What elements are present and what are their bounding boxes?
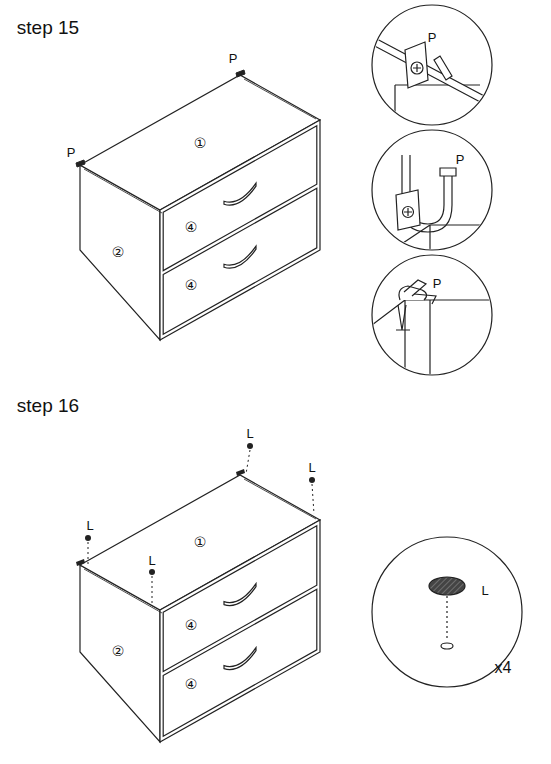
part-letter: L [86, 519, 93, 532]
line-art [160, 520, 320, 742]
line-art [371, 38, 488, 104]
line-art [224, 648, 256, 670]
line-art [413, 64, 421, 72]
line-art [372, 300, 500, 380]
line-art [76, 160, 85, 167]
part-letter: P [456, 153, 465, 166]
line-art [224, 246, 256, 268]
line-art [246, 450, 250, 474]
quantity-label: x4 [495, 660, 512, 676]
line-art [411, 62, 423, 74]
line-art [440, 168, 456, 176]
line-art [309, 477, 315, 483]
line-art [85, 535, 91, 541]
line-art [236, 70, 245, 77]
line-art [244, 79, 316, 119]
line-art [399, 286, 427, 300]
part-letter: L [246, 427, 253, 440]
line-art [414, 294, 436, 304]
part-letter: P [433, 277, 442, 290]
line-art [446, 596, 447, 640]
line-art [372, 5, 492, 125]
line-art [80, 75, 320, 340]
callout-number: ④ [185, 220, 198, 234]
line-art [163, 188, 317, 334]
line-art [441, 643, 453, 649]
line-art [396, 305, 410, 330]
detail-views [371, 5, 500, 380]
line-art [149, 569, 155, 575]
part-letter: L [148, 554, 155, 567]
line-art [396, 155, 500, 260]
line-art [88, 542, 89, 567]
line-art [429, 577, 465, 595]
line-art [244, 479, 316, 519]
line-art [84, 169, 162, 213]
step-heading: step 15 [17, 18, 79, 37]
dresser-drawing [80, 75, 320, 742]
step-heading: step 16 [17, 396, 79, 415]
part-letter: P [67, 146, 76, 159]
callout-number: ② [112, 644, 125, 658]
line-art [372, 280, 500, 380]
line-art [160, 120, 320, 340]
detail-view [372, 537, 522, 687]
line-art [405, 42, 428, 88]
line-art [403, 207, 414, 218]
line-art [76, 469, 245, 566]
callout-number: ④ [185, 677, 198, 691]
line-art [396, 190, 420, 230]
line-art [224, 584, 256, 606]
line-art [152, 576, 153, 604]
callout-number: ① [194, 136, 207, 150]
line-art [84, 569, 162, 613]
line-art [247, 443, 253, 449]
line-art [371, 38, 488, 130]
line-art [372, 255, 492, 375]
line-art [80, 475, 320, 742]
part-letter: P [229, 52, 238, 65]
line-art [372, 537, 522, 687]
callout-number: ① [194, 535, 207, 549]
line-art [163, 589, 317, 736]
part-letter: L [308, 461, 315, 474]
part-letter: P [428, 31, 437, 44]
line-art [434, 56, 452, 80]
line-art [312, 484, 314, 514]
part-letter: L [481, 584, 488, 597]
callout-number: ④ [185, 618, 198, 632]
line-art [224, 183, 256, 205]
callout-number: ④ [185, 278, 198, 292]
callout-number: ② [112, 245, 125, 259]
line-art [372, 130, 492, 250]
line-art [429, 300, 430, 380]
line-art [404, 208, 412, 216]
